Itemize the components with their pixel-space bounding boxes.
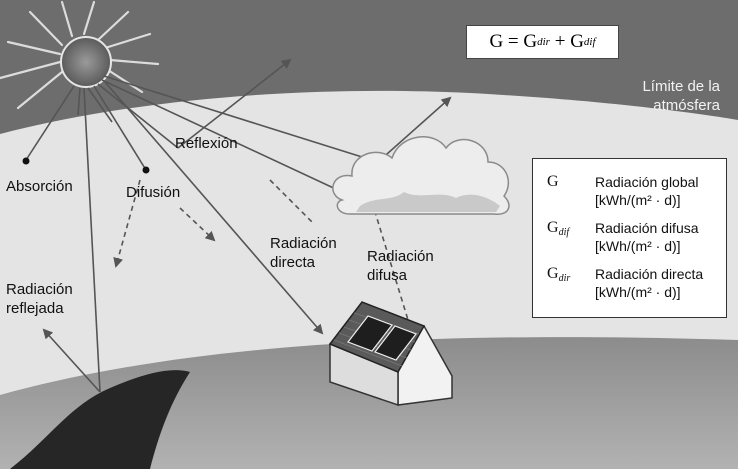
formula-term-diffuse-sub: dif: [583, 36, 596, 48]
reflective-surface: [10, 370, 190, 469]
legend-box: G Radiación global [kWh/(m² · d)] Gdif R…: [532, 158, 727, 318]
reflected-radiation-line-1: Radiación: [6, 281, 73, 298]
legend-unit: [kWh/(m² · d)]: [595, 238, 681, 254]
reflection-arrow: [177, 58, 292, 149]
formula-plus: +: [549, 31, 571, 52]
diffusion-dot: [142, 166, 150, 174]
legend-name: Radiación global: [595, 174, 699, 190]
direct-radiation-line-1: Radiación: [270, 235, 337, 252]
legend-name: Radiación directa: [595, 266, 704, 282]
absorption-dot: [22, 157, 30, 165]
legend-unit: [kWh/(m² · d)]: [595, 284, 681, 300]
legend-symbol: Gdir: [547, 265, 571, 284]
formula-term-diffuse: G: [570, 31, 584, 52]
dashed-arrows: [113, 179, 415, 335]
legend-text: Radiación difusa [kWh/(m² · d)]: [595, 219, 699, 255]
sun: [60, 36, 112, 88]
reflected-radiation-line-2: reflejada: [6, 300, 64, 317]
reflected-radiation-label: Radiación reflejada: [6, 280, 73, 318]
ground-reflection-arrow: [42, 328, 101, 393]
cloud-reflection-arrow: [377, 96, 452, 163]
ground: [0, 337, 738, 469]
solar-panel-right: [374, 325, 417, 361]
direct-radiation-line-2: directa: [270, 254, 316, 271]
atmosphere-limit-label: Límite de la atmósfera: [614, 77, 720, 115]
diffusion-arrow-left: [113, 179, 141, 268]
legend-symbol: Gdif: [547, 219, 570, 238]
formula-lhs: G: [489, 31, 504, 52]
house: [328, 301, 453, 407]
direct-radiation-arrow: [104, 81, 324, 335]
legend-symbol: G: [547, 173, 559, 190]
diffusion-arrow-mid: [269, 179, 313, 223]
diffuse-radiation-line-1: Radiación: [367, 248, 434, 265]
reflection-label: Reflexión: [175, 135, 238, 152]
diffuse-radiation-arrow: [371, 201, 415, 335]
atmosphere-limit-line-1: Límite de la: [642, 78, 720, 95]
diffusion-label: Difusión: [126, 184, 181, 201]
formula-equals: =: [503, 31, 524, 52]
legend-text: Radiación global [kWh/(m² · d)]: [595, 173, 699, 209]
absorption-label: Absorción: [6, 178, 73, 195]
atmosphere-limit-line-2: atmósfera: [653, 97, 720, 114]
diffusion-arrow-right: [179, 207, 216, 242]
sun-rays: [0, 0, 160, 110]
formula-term-direct-sub: dir: [537, 36, 550, 48]
formula-term-direct: G: [523, 31, 538, 52]
cloud: [332, 136, 510, 215]
radiation-beams: [25, 75, 379, 393]
diffuse-radiation-line-2: difusa: [367, 267, 408, 284]
legend-text: Radiación directa [kWh/(m² · d)]: [595, 265, 703, 301]
legend-name: Radiación difusa: [595, 220, 699, 236]
legend-unit: [kWh/(m² · d)]: [595, 192, 681, 208]
solid-arrows: [42, 58, 452, 393]
solar-panel-left: [347, 315, 393, 352]
direct-radiation-label: Radiación directa: [270, 234, 337, 272]
diffuse-radiation-label: Radiación difusa: [367, 247, 434, 285]
